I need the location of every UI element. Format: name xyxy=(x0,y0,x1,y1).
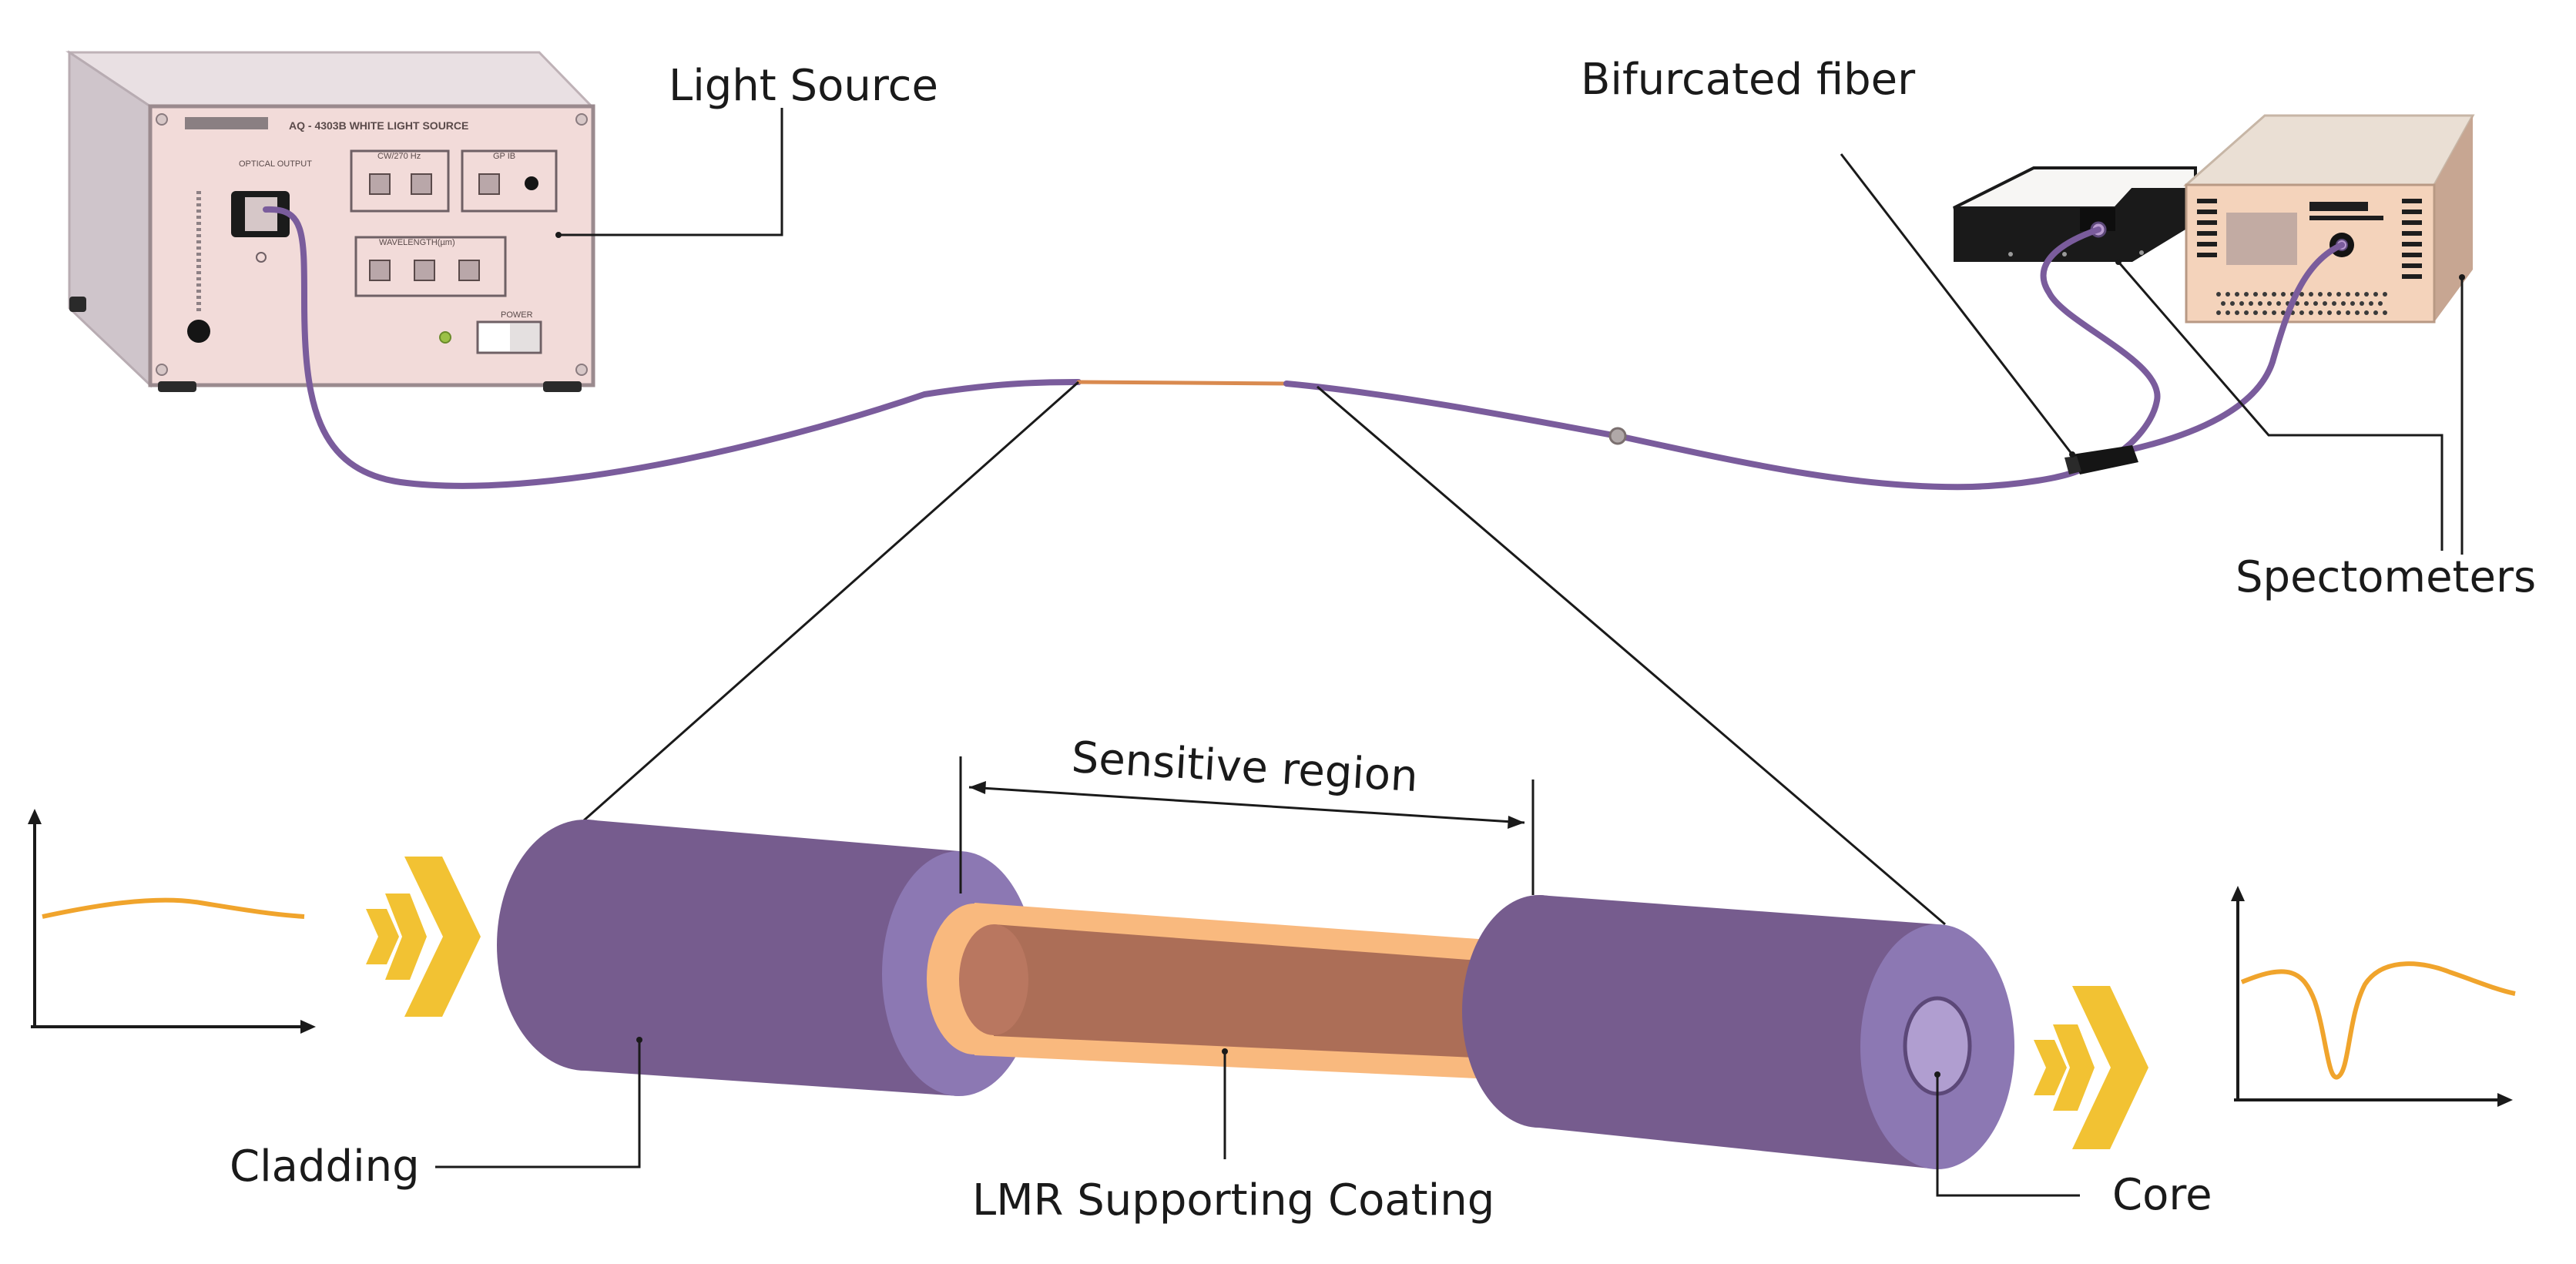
right-cladding-cylinder xyxy=(1462,895,2014,1169)
chevron-arrow-icon xyxy=(366,857,481,1017)
leader-lines xyxy=(558,108,2464,926)
label-spectrometers: Spectometers xyxy=(2236,552,2536,602)
power-label: POWER xyxy=(501,310,533,320)
light-source-instrument: AQ - 4303B WHITE LIGHT SOURCE OPTICAL OU… xyxy=(65,50,595,392)
bifurcation-junction xyxy=(2064,445,2138,474)
label-cladding: Cladding xyxy=(230,1142,420,1192)
spectrometer-small xyxy=(1953,166,2197,262)
label-lmr-coating: LMR Supporting Coating xyxy=(972,1175,1494,1225)
fiber-connector-bead xyxy=(1608,427,1627,445)
label-light-source: Light Source xyxy=(669,61,938,111)
left-cladding-cylinder xyxy=(497,820,1036,1096)
magnified-sensor xyxy=(497,820,2014,1169)
input-spectrum-plot xyxy=(28,809,316,1034)
optical-output-label: OPTICAL OUTPUT xyxy=(239,159,312,169)
instrument-title: AQ - 4303B WHITE LIGHT SOURCE xyxy=(289,119,468,132)
optical-fiber xyxy=(263,206,2345,491)
gpib-box-label: GP IB xyxy=(493,152,515,161)
bottom-leaders xyxy=(435,1040,2080,1197)
label-core: Core xyxy=(2112,1170,2212,1220)
cw-box-label: CW/270 Hz xyxy=(377,152,421,161)
wavelength-box-label: WAVELENGTH(µm) xyxy=(379,238,455,247)
coating-section xyxy=(927,903,1510,1080)
sensitive-region-dimension xyxy=(959,756,1535,895)
output-spectrum-plot xyxy=(2231,886,2516,1107)
spectrometer-large xyxy=(2183,114,2475,324)
label-sensitive-region: Sensitive region xyxy=(1070,733,1419,802)
chevron-arrow-icon xyxy=(2034,986,2148,1149)
label-bifurcated-fiber: Bifurcated fiber xyxy=(1581,55,1916,105)
